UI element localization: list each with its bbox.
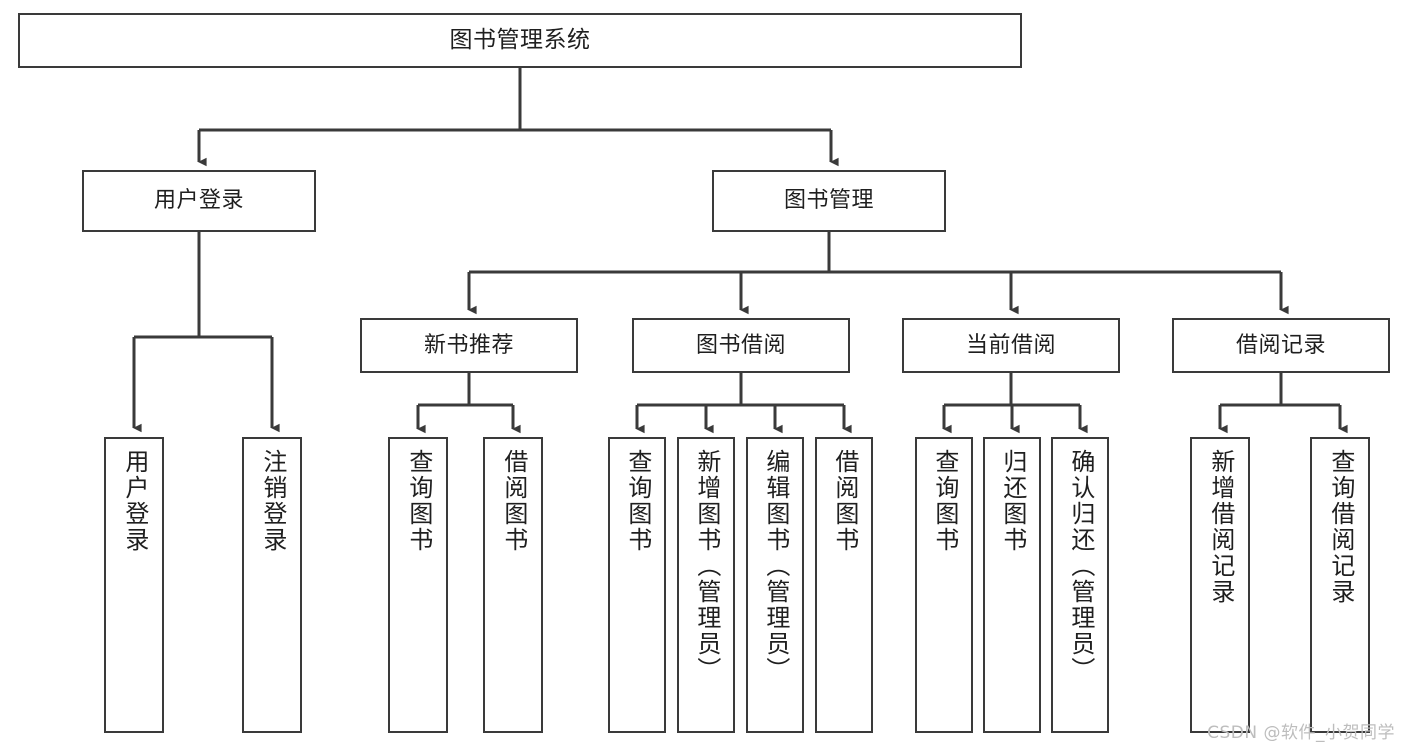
node-leaf-confirm-return-label: 确认归还（管理员） — [1066, 449, 1095, 683]
node-leaf-user-logout-label: 注销登录 — [258, 449, 287, 553]
node-book-borrow-label: 图书借阅 — [695, 332, 786, 358]
node-leaf-query-book-1[interactable]: 查询图书 — [388, 437, 448, 733]
node-leaf-borrow-book-2-label: 借阅图书 — [830, 449, 859, 553]
node-leaf-add-record-label: 新增借阅记录 — [1206, 449, 1235, 605]
node-leaf-edit-book[interactable]: 编辑图书（管理员） — [746, 437, 804, 733]
node-root[interactable]: 图书管理系统 — [18, 13, 1022, 68]
node-leaf-query-book-1-label: 查询图书 — [404, 449, 433, 553]
node-leaf-return-book[interactable]: 归还图书 — [983, 437, 1041, 733]
node-root-label: 图书管理系统 — [449, 27, 591, 53]
node-new-book-rec[interactable]: 新书推荐 — [360, 318, 578, 373]
node-book-manage-label: 图书管理 — [783, 188, 874, 213]
node-book-manage[interactable]: 图书管理 — [712, 170, 946, 232]
node-leaf-query-book-2[interactable]: 查询图书 — [608, 437, 666, 733]
node-leaf-add-record[interactable]: 新增借阅记录 — [1190, 437, 1250, 733]
node-leaf-borrow-book-1[interactable]: 借阅图书 — [483, 437, 543, 733]
node-book-borrow[interactable]: 图书借阅 — [632, 318, 850, 373]
node-borrow-record-label: 借阅记录 — [1235, 332, 1326, 358]
node-leaf-user-logout[interactable]: 注销登录 — [242, 437, 302, 733]
node-new-book-rec-label: 新书推荐 — [423, 332, 514, 358]
node-leaf-query-record-label: 查询借阅记录 — [1326, 449, 1355, 605]
node-user-login-label: 用户登录 — [153, 188, 244, 213]
node-borrow-record[interactable]: 借阅记录 — [1172, 318, 1390, 373]
node-leaf-edit-book-label: 编辑图书（管理员） — [761, 449, 790, 683]
node-leaf-add-book[interactable]: 新增图书（管理员） — [677, 437, 735, 733]
node-user-login[interactable]: 用户登录 — [82, 170, 316, 232]
node-leaf-query-book-3[interactable]: 查询图书 — [915, 437, 973, 733]
node-leaf-query-book-3-label: 查询图书 — [930, 449, 959, 553]
node-leaf-borrow-book-2[interactable]: 借阅图书 — [815, 437, 873, 733]
node-leaf-user-login[interactable]: 用户登录 — [104, 437, 164, 733]
node-current-borrow-label: 当前借阅 — [965, 332, 1056, 358]
node-current-borrow[interactable]: 当前借阅 — [902, 318, 1120, 373]
node-leaf-query-record[interactable]: 查询借阅记录 — [1310, 437, 1370, 733]
node-leaf-add-book-label: 新增图书（管理员） — [692, 449, 721, 683]
node-leaf-return-book-label: 归还图书 — [998, 449, 1027, 553]
csdn-watermark: CSDN @软件_小贺同学 — [1207, 723, 1395, 743]
node-leaf-confirm-return[interactable]: 确认归还（管理员） — [1051, 437, 1109, 733]
node-leaf-borrow-book-1-label: 借阅图书 — [499, 449, 528, 553]
node-leaf-user-login-label: 用户登录 — [120, 449, 149, 553]
node-leaf-query-book-2-label: 查询图书 — [623, 449, 652, 553]
